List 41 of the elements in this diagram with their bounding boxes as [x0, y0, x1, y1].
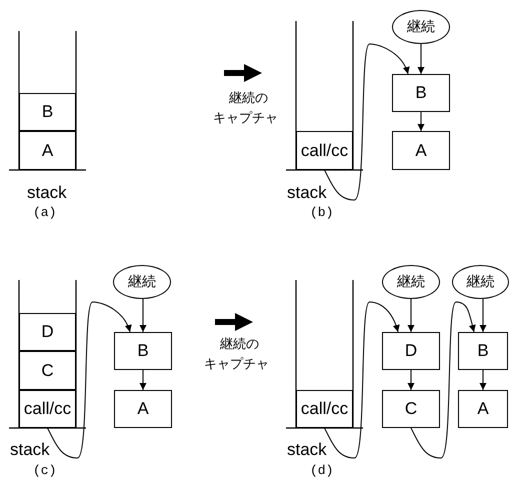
arrow [408, 298, 414, 332]
frame-box: C [382, 390, 440, 428]
stack-frame: B [19, 93, 76, 131]
continuation-ellipse: 継続 [392, 10, 450, 44]
arrow [410, 302, 476, 458]
panel-label: (b) [310, 205, 334, 220]
stack-frame: call/cc [296, 390, 353, 428]
frame-box: A [458, 390, 508, 428]
arrow [140, 298, 146, 332]
stack-frame: D [19, 313, 76, 351]
stack-label: stack [27, 183, 67, 203]
caption-text: 継続のキャプチャ [213, 89, 279, 127]
stack-label: stack [287, 440, 327, 460]
arrow [140, 370, 146, 390]
stack-frame: A [19, 131, 76, 170]
stack-label: stack [10, 440, 50, 460]
caption-text: 継続のキャプチャ [204, 335, 270, 373]
continuation-ellipse: 継続 [382, 265, 440, 299]
arrow [480, 370, 486, 390]
stack-label: stack [287, 183, 327, 203]
frame-box: B [114, 332, 172, 370]
arrow [418, 44, 424, 74]
stack-frame: call/cc [19, 390, 76, 428]
panel-label: (c) [33, 463, 56, 478]
frame-box: B [392, 74, 450, 112]
frame-box: A [392, 131, 450, 170]
arrow [324, 302, 400, 458]
arrow [480, 298, 486, 332]
frame-box: D [382, 332, 440, 370]
arrow [47, 302, 132, 458]
frame-box: A [114, 390, 172, 428]
stack-frame: call/cc [296, 131, 353, 170]
panel-label: (a) [33, 205, 56, 220]
continuation-ellipse: 継続 [113, 265, 171, 299]
arrow [418, 112, 424, 132]
stack-frame: C [19, 351, 76, 390]
frame-box: B [458, 332, 508, 370]
continuation-ellipse: 継続 [452, 265, 509, 299]
panel-label: (d) [310, 463, 334, 478]
arrow [324, 44, 410, 200]
arrow [408, 370, 414, 390]
